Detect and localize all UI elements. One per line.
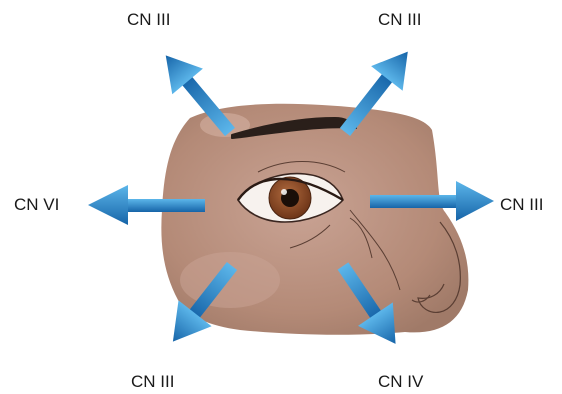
label-cn-iii-top-right: CN III — [378, 11, 421, 28]
label-cn-iv-bottom-right: CN IV — [378, 373, 423, 390]
eye-highlight — [281, 189, 287, 195]
label-cn-iii-top-left: CN III — [127, 11, 170, 28]
cheek-highlight — [180, 252, 280, 308]
label-cn-iii-bottom-left: CN III — [131, 373, 174, 390]
label-cn-iii-right: CN III — [500, 196, 543, 213]
label-cn-vi-left: CN VI — [14, 196, 59, 213]
